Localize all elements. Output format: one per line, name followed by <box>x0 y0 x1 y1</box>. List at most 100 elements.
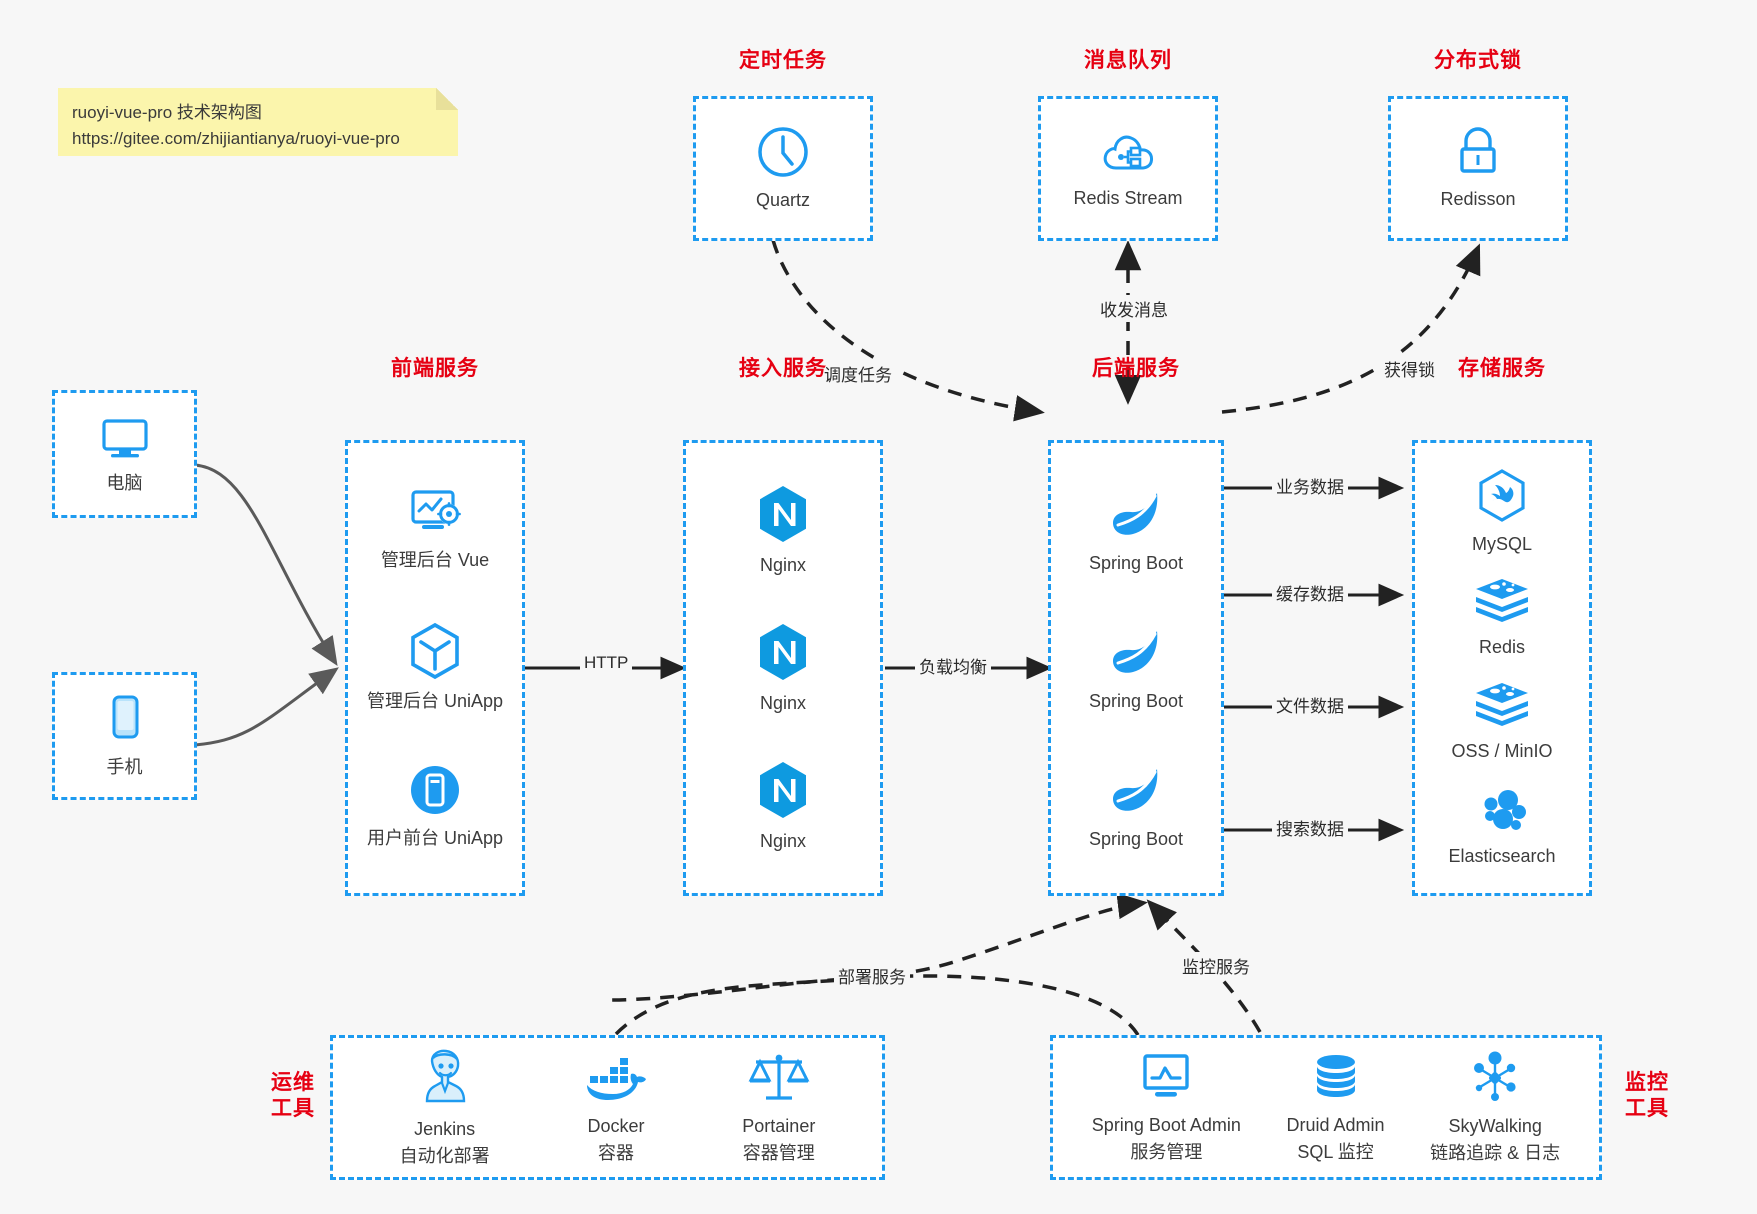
node-label: Nginx <box>759 554 807 575</box>
node-label: Jenkins <box>414 1119 476 1140</box>
devops-title-line2: 工具 <box>271 1097 315 1121</box>
docker-icon <box>583 1050 649 1106</box>
edge-label-monitor-service: 监控服务 <box>1178 952 1254 979</box>
node-label: Nginx <box>759 692 807 713</box>
lock-icon <box>1452 125 1504 179</box>
node-redis-stream[interactable]: Redis Stream <box>1073 126 1183 210</box>
node-label: Redis Stream <box>1073 188 1183 209</box>
group-title-frontend: 前端服务 <box>391 357 479 380</box>
node-spring-boot-admin[interactable]: Spring Boot Admin 服务管理 <box>1092 1051 1241 1163</box>
elasticsearch-icon <box>1475 784 1529 836</box>
group-title-backend: 后端服务 <box>1092 357 1180 380</box>
group-storage: MySQL Redis <box>1412 440 1592 896</box>
node-redis[interactable]: Redis <box>1473 577 1531 659</box>
node-jenkins[interactable]: Jenkins 自动化部署 <box>400 1047 490 1167</box>
spring-boot-icon <box>1107 623 1165 681</box>
node-spring-boot-1[interactable]: Spring Boot <box>1089 485 1183 575</box>
node-redisson[interactable]: Redisson <box>1440 125 1516 211</box>
group-message-queue: Redis Stream <box>1038 96 1218 241</box>
nginx-icon <box>755 621 811 683</box>
node-sublabel: 服务管理 <box>1130 1141 1203 1162</box>
node-label: 管理后台 UniApp <box>366 690 504 711</box>
node-sublabel: SQL 监控 <box>1297 1141 1374 1162</box>
edge-label-send-receive-message: 收发消息 <box>1096 295 1172 322</box>
node-nginx-3[interactable]: Nginx <box>755 759 811 853</box>
mysql-icon <box>1475 468 1529 524</box>
edge-label-business-data: 业务数据 <box>1272 472 1348 499</box>
monitor-title-line2: 工具 <box>1625 1097 1669 1121</box>
node-label: 电脑 <box>106 472 143 493</box>
node-label: Spring Boot Admin <box>1091 1115 1241 1136</box>
node-label: Druid Admin <box>1286 1115 1385 1136</box>
note-title: ruoyi-vue-pro 技术架构图 <box>72 103 262 122</box>
node-desktop[interactable]: 电脑 <box>97 413 153 495</box>
node-sublabel: 容器 <box>597 1142 634 1163</box>
node-label: Spring Boot <box>1088 552 1184 573</box>
node-oss-minio[interactable]: OSS / MinIO <box>1451 681 1553 763</box>
edge-label-deploy-service: 部署服务 <box>834 962 910 989</box>
edge-label-file-data: 文件数据 <box>1272 691 1348 718</box>
node-spring-boot-3[interactable]: Spring Boot <box>1089 761 1183 851</box>
node-label: Redisson <box>1440 189 1516 210</box>
group-scheduled-task: Quartz <box>693 96 873 241</box>
node-mobile[interactable]: 手机 <box>105 693 145 779</box>
group-monitor-tools: Spring Boot Admin 服务管理 Druid Admin SQL 监… <box>1050 1035 1602 1180</box>
node-label: Portainer <box>742 1116 816 1137</box>
note-url: https://gitee.com/zhijiantianya/ruoyi-vu… <box>72 129 400 149</box>
node-label: MySQL <box>1471 533 1532 554</box>
edge-label-http: HTTP <box>580 652 633 674</box>
group-title-monitor: 监控 工具 <box>1612 1070 1682 1123</box>
diagram-note: ruoyi-vue-pro 技术架构图 https://gitee.com/zh… <box>58 88 458 156</box>
group-backend: Spring Boot Spring Boot Spring Boot <box>1048 440 1224 896</box>
mobile-icon <box>105 693 145 747</box>
node-sublabel: 链路追踪 & 日志 <box>1430 1142 1561 1163</box>
node-nginx-2[interactable]: Nginx <box>755 621 811 715</box>
node-skywalking[interactable]: SkyWalking 链路追踪 & 日志 <box>1430 1050 1560 1164</box>
node-mysql[interactable]: MySQL <box>1472 468 1532 556</box>
node-label: Spring Boot <box>1088 828 1184 849</box>
spring-boot-icon <box>1107 761 1165 819</box>
monitor-chart-icon <box>1136 1051 1196 1105</box>
mobile-app-icon <box>407 762 463 818</box>
node-druid-admin[interactable]: Druid Admin SQL 监控 <box>1287 1051 1385 1163</box>
spring-boot-icon <box>1107 485 1165 543</box>
note-fold-corner <box>436 88 458 110</box>
node-label: Redis <box>1478 637 1526 658</box>
clock-icon <box>755 124 811 180</box>
node-quartz[interactable]: Quartz <box>755 124 811 212</box>
node-admin-uniapp[interactable]: 管理后台 UniApp <box>367 621 503 713</box>
node-docker[interactable]: Docker 容器 <box>583 1050 649 1164</box>
node-admin-vue[interactable]: 管理后台 Vue <box>381 486 489 572</box>
group-title-scheduled-task: 定时任务 <box>739 49 827 72</box>
node-label: 用户前台 UniApp <box>366 828 504 849</box>
node-label: 手机 <box>106 756 143 777</box>
minio-icon <box>1473 681 1531 731</box>
node-portainer[interactable]: Portainer 容器管理 <box>742 1050 815 1164</box>
group-title-message-queue: 消息队列 <box>1084 49 1172 72</box>
hexagon-cube-icon <box>407 621 463 681</box>
group-title-distributed-lock: 分布式锁 <box>1434 49 1522 72</box>
node-label: Elasticsearch <box>1448 846 1556 867</box>
monitor-title-line1: 监控 <box>1625 1071 1669 1094</box>
node-user-uniapp[interactable]: 用户前台 UniApp <box>367 762 503 850</box>
edge-label-load-balance: 负载均衡 <box>915 652 991 679</box>
node-label: OSS / MinIO <box>1451 740 1553 761</box>
cloud-stream-icon <box>1100 126 1156 178</box>
group-title-gateway: 接入服务 <box>739 357 827 380</box>
node-elasticsearch[interactable]: Elasticsearch <box>1448 784 1556 868</box>
group-title-devops: 运维 工具 <box>258 1070 328 1123</box>
desktop-icon <box>97 413 153 463</box>
node-spring-boot-2[interactable]: Spring Boot <box>1089 623 1183 713</box>
database-icon <box>1308 1051 1364 1105</box>
node-label: SkyWalking <box>1448 1116 1542 1137</box>
node-label: Docker <box>587 1116 645 1137</box>
edge-label-cache-data: 缓存数据 <box>1272 579 1348 606</box>
node-sublabel: 自动化部署 <box>399 1145 490 1166</box>
devops-title-line1: 运维 <box>271 1071 315 1094</box>
edge-label-search-data: 搜索数据 <box>1272 814 1348 841</box>
group-distributed-lock: Redisson <box>1388 96 1568 241</box>
redis-icon <box>1473 577 1531 627</box>
node-nginx-1[interactable]: Nginx <box>755 483 811 577</box>
nginx-icon <box>755 483 811 545</box>
